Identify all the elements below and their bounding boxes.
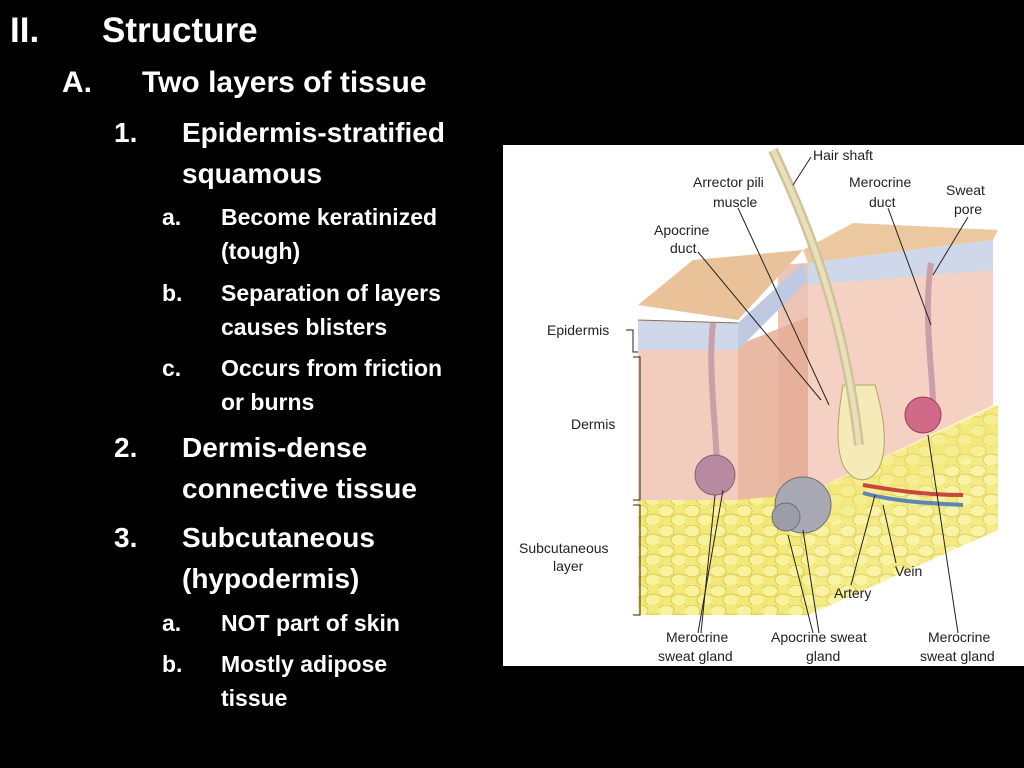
- outline-l2-marker: A.: [62, 66, 92, 99]
- item-1b-line1: Separation of layers: [221, 280, 441, 306]
- item-2-marker: 2.: [114, 432, 138, 463]
- label-apocrine-duct-1: Apocrine: [654, 222, 709, 238]
- item-1c-marker: c.: [162, 355, 182, 381]
- item-3-line1: Subcutaneous: [182, 522, 375, 553]
- skin-structure-diagram: Hair shaft Arrector pili muscle Merocrin…: [503, 145, 1024, 666]
- item-2-line1: Dermis-dense: [182, 432, 368, 463]
- blood-vessels: [862, 483, 964, 507]
- hair-follicle: [768, 147, 885, 481]
- label-merocrine-gland-right-1: Merocrine: [928, 629, 990, 645]
- label-apocrine-duct-2: duct: [670, 240, 697, 256]
- item-3b-line2: tissue: [221, 685, 288, 711]
- item-1a-line2: (tough): [221, 238, 301, 264]
- item-1a-line1: Become keratinized: [221, 204, 438, 230]
- label-artery: Artery: [834, 585, 871, 601]
- label-merocrine-duct-2: duct: [869, 194, 896, 210]
- item-3-line2: (hypodermis): [182, 563, 360, 594]
- item-1c-line2: or burns: [221, 389, 315, 415]
- item-3b-line1: Mostly adipose: [221, 651, 388, 677]
- item-1c-line1: Occurs from friction: [221, 355, 443, 381]
- label-hair-shaft: Hair shaft: [813, 147, 873, 163]
- label-sweat-pore-1: Sweat: [946, 182, 985, 198]
- label-subcutaneous-1: Subcutaneous: [519, 540, 609, 556]
- item-3b-marker: b.: [162, 651, 183, 677]
- outline-l1-marker: II.: [10, 11, 40, 50]
- label-apocrine-gland-1: Apocrine sweat: [771, 629, 867, 645]
- label-epidermis: Epidermis: [547, 322, 609, 338]
- skin-diagram-svg: Hair shaft Arrector pili muscle Merocrin…: [519, 147, 998, 664]
- label-subcutaneous-2: layer: [553, 558, 584, 574]
- apocrine-gland: [771, 476, 832, 534]
- label-merocrine-gland-right-2: sweat gland: [920, 648, 995, 664]
- label-merocrine-gland-left-2: sweat gland: [658, 648, 733, 664]
- label-leaders: [626, 156, 969, 634]
- item-1-marker: 1.: [114, 117, 138, 148]
- right-merocrine-gland: [904, 262, 942, 434]
- label-dermis: Dermis: [571, 416, 615, 432]
- label-apocrine-gland-2: gland: [806, 648, 840, 664]
- label-merocrine-gland-left-1: Merocrine: [666, 629, 728, 645]
- item-1-line2: squamous: [182, 158, 323, 189]
- item-1a-marker: a.: [162, 204, 182, 230]
- left-merocrine-gland: [694, 322, 736, 496]
- item-3a-marker: a.: [162, 610, 182, 636]
- item-1b-line2: causes blisters: [221, 314, 388, 340]
- item-1b-marker: b.: [162, 280, 183, 306]
- label-arrector-pili-2: muscle: [713, 194, 758, 210]
- item-3-marker: 3.: [114, 522, 138, 553]
- label-vein: Vein: [895, 563, 922, 579]
- item-1-line1: Epidermis-stratified: [182, 117, 445, 148]
- label-sweat-pore-2: pore: [954, 201, 982, 217]
- item-3a-text: NOT part of skin: [221, 610, 400, 636]
- item-2-line2: connective tissue: [182, 473, 417, 504]
- label-merocrine-duct-1: Merocrine: [849, 174, 911, 190]
- label-arrector-pili-1: Arrector pili: [693, 174, 764, 190]
- slide-title: Structure: [102, 11, 258, 50]
- outline-l2-text: Two layers of tissue: [142, 66, 427, 99]
- subcutaneous-block: [638, 405, 998, 615]
